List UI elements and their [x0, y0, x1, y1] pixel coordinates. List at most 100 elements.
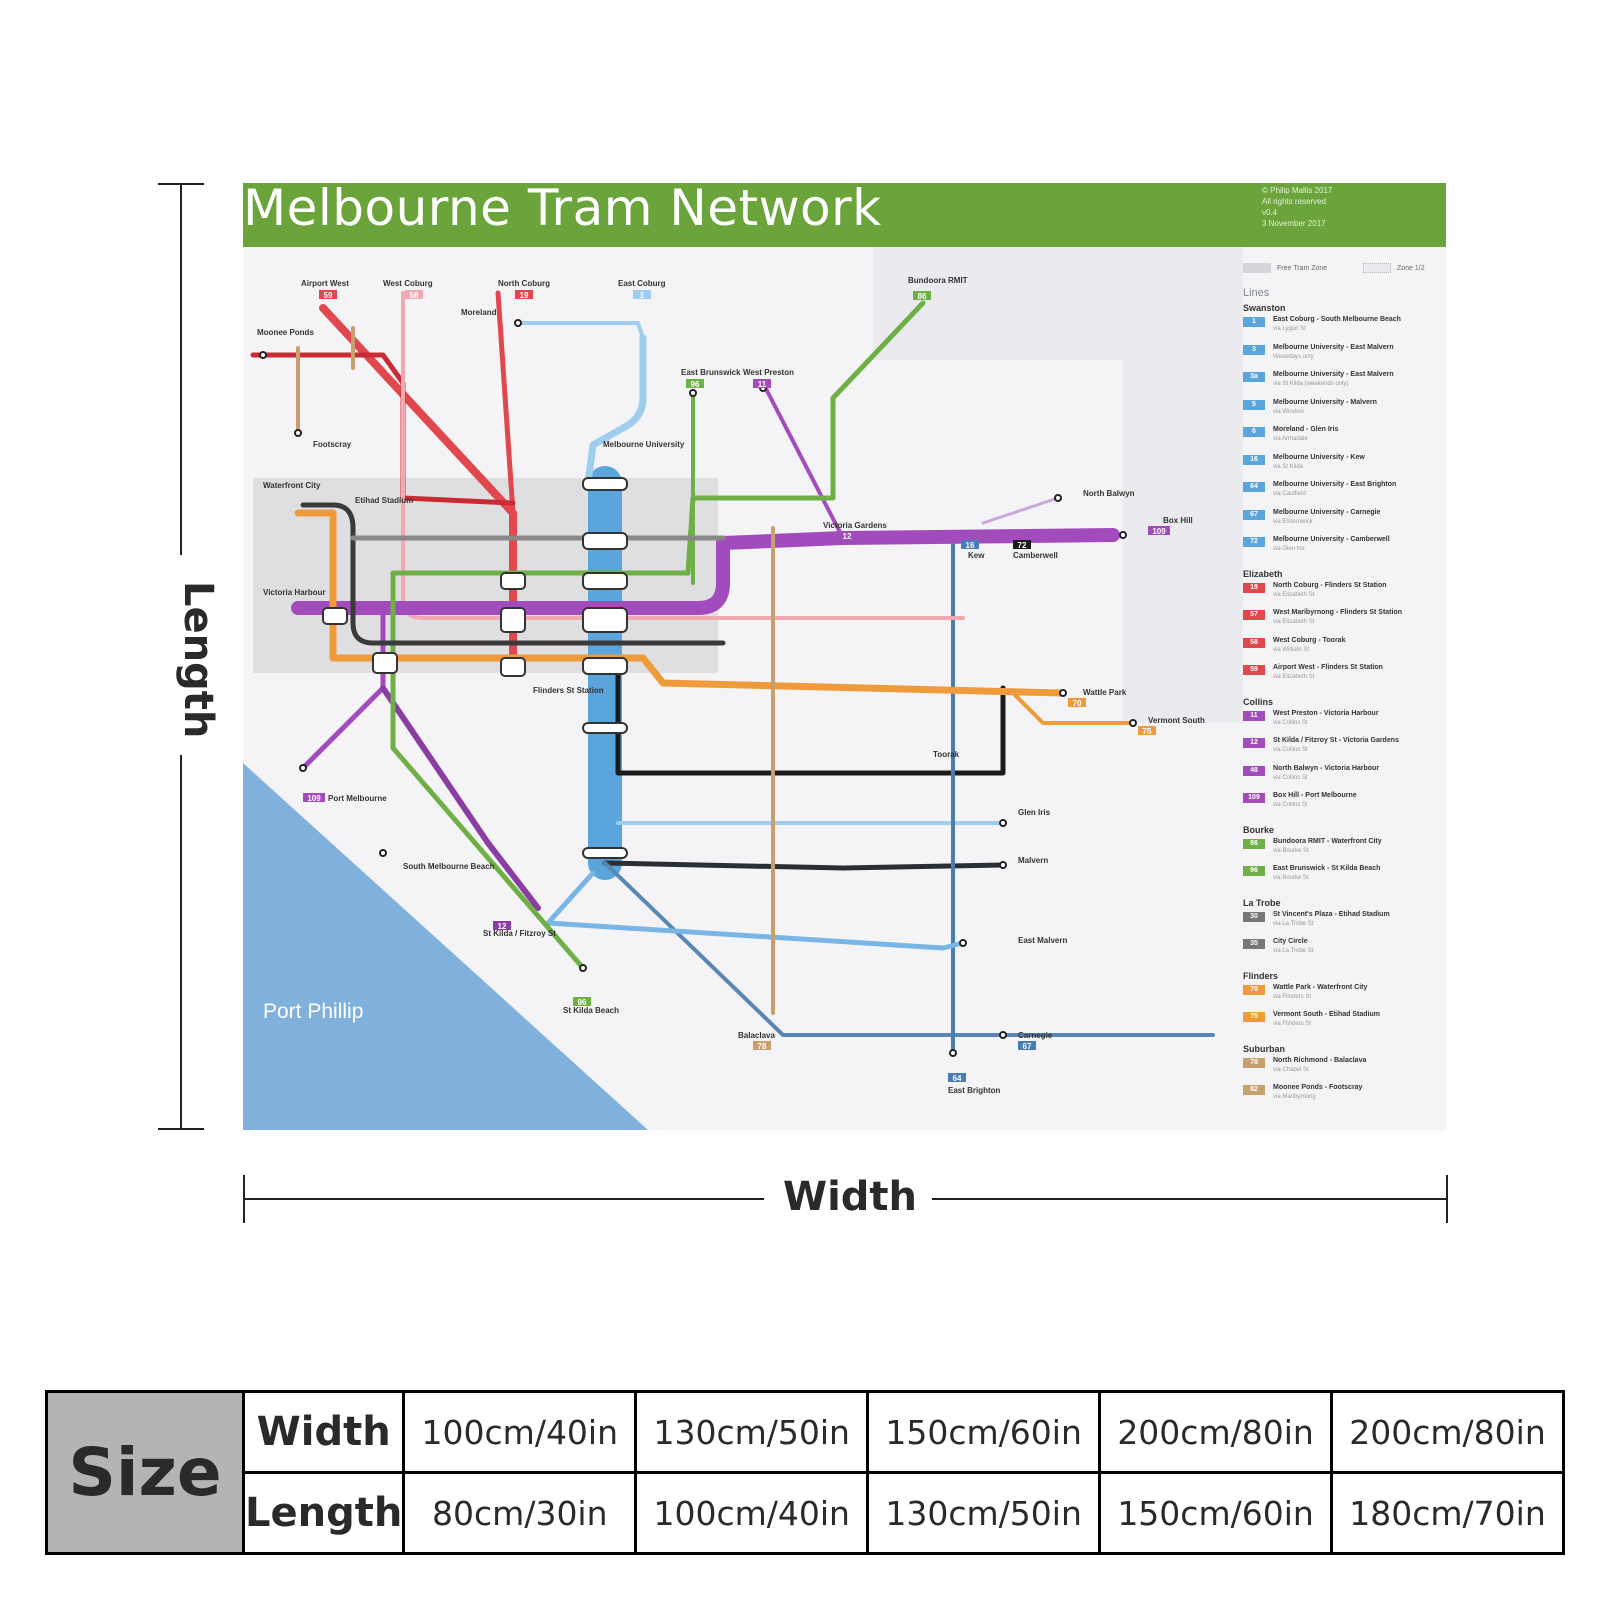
legend-route-badge: 67: [1243, 509, 1265, 520]
badge-bg-12-stkilda: [493, 921, 511, 930]
legend-route-via: via Flinders St: [1273, 993, 1312, 1000]
badge-96: 96: [691, 380, 700, 389]
badge-58: 58: [410, 291, 419, 300]
stop-st-kilda-beach: St Kilda Beach: [563, 1006, 619, 1015]
terminus-east-malvern: [959, 939, 967, 947]
legend-route-name: Bundoora RMIT - Waterfront City: [1273, 837, 1382, 845]
badge-bg-70: [1068, 698, 1086, 707]
legend-lines-heading: Lines: [1243, 287, 1270, 299]
badge-12: 12: [843, 532, 852, 541]
badge-72: 72: [1018, 541, 1027, 550]
badge-16: 16: [966, 541, 975, 550]
legend-group-heading: Elizabeth: [1243, 568, 1283, 579]
length-option-4[interactable]: 150cm/60in: [1098, 1471, 1334, 1555]
legend-route-badge: 35: [1243, 939, 1265, 949]
legend-route-via: via Windsor: [1273, 408, 1305, 415]
legend-route-name: Airport West - Flinders St Station: [1273, 664, 1383, 671]
station-collins-swanston: [582, 607, 628, 633]
line-5-malvern: [602, 860, 1006, 871]
badge-bg-75: [1138, 726, 1156, 735]
badge-bg-1: [633, 290, 651, 299]
length-option-5[interactable]: 180cm/70in: [1330, 1471, 1565, 1555]
size-row-length: Length 80cm/30in 100cm/40in 130cm/50in 1…: [47, 1471, 1565, 1555]
legend-zone-free: Free Tram Zone: [1243, 263, 1327, 273]
poster-header: Melbourne Tram Network © Philip Mallis 2…: [243, 183, 1446, 247]
station-collins-elizabeth: [500, 607, 526, 633]
stop-north-coburg: North Coburg: [498, 279, 550, 288]
tram-map-poster: Port Phillip Airport West West Coburg No…: [243, 183, 1446, 1130]
width-option-4[interactable]: 200cm/80in: [1098, 1390, 1334, 1474]
width-option-1[interactable]: 100cm/40in: [402, 1390, 638, 1474]
width-line-left: [243, 1198, 764, 1200]
legend-route-name: Melbourne University - East Brighton: [1273, 481, 1397, 488]
legend-group-heading: Swanston: [1243, 303, 1286, 313]
tram-network-map: Port Phillip Airport West West Coburg No…: [243, 245, 1243, 1130]
legend-route-via: via Elsternwick: [1273, 518, 1313, 525]
width-option-5[interactable]: 200cm/80in: [1330, 1390, 1565, 1474]
badge-67: 67: [1023, 1042, 1032, 1051]
badge-11: 11: [758, 380, 767, 389]
legend-route-via: via La Trobe St: [1273, 948, 1314, 954]
legend-route-via: via Elizabeth St: [1273, 591, 1315, 598]
badge-bg-72: [1013, 540, 1031, 549]
width-option-3[interactable]: 150cm/60in: [866, 1390, 1102, 1474]
legend-route-via: via Lygon St: [1273, 326, 1306, 332]
station-spencer-flinders: [372, 652, 398, 674]
width-label: Width: [782, 1174, 918, 1220]
line-35-city-circle: [300, 502, 726, 646]
length-row-label: Length: [241, 1471, 406, 1555]
badge-bg-11: [753, 379, 771, 388]
legend-route-name: Melbourne University - Kew: [1273, 453, 1365, 461]
size-row-width: Size Width 100cm/40in 130cm/50in 150cm/6…: [45, 1390, 1565, 1555]
legend-route-badge: 109: [1243, 793, 1265, 803]
legend-route-badge: 64: [1243, 482, 1265, 492]
legend-route-via: via Elizabeth St: [1273, 674, 1315, 680]
terminus-footscray: [294, 429, 302, 437]
legend-route-via: via Collins St: [1273, 747, 1308, 753]
badge-109: 109: [1152, 527, 1166, 536]
zone-2-area-right: [1123, 343, 1243, 723]
length-option-3[interactable]: 130cm/50in: [866, 1471, 1102, 1555]
legend-route-badge: 78: [1243, 1057, 1265, 1068]
width-option-2[interactable]: 130cm/50in: [634, 1390, 870, 1474]
stop-flinders-st-station: Flinders St Station: [533, 686, 604, 695]
legend-route-badge: 48: [1243, 765, 1265, 776]
length-option-2[interactable]: 100cm/40in: [634, 1471, 870, 1555]
badge-bg-59: [319, 290, 337, 299]
line-6-moreland: [516, 321, 645, 340]
legend-route-via: via Collins St: [1273, 802, 1308, 808]
legend-route-badge: 6: [1243, 427, 1265, 437]
badge-96-beach: 96: [578, 998, 587, 1007]
line-64-east-brighton: [603, 861, 1215, 1037]
legend-route-via: via St Kilda (weekends only): [1273, 381, 1349, 387]
badge-bg-96-beach: [573, 997, 591, 1006]
legend-route-badge: 70: [1243, 984, 1265, 995]
terminus-st-kilda-beach: [579, 964, 587, 972]
station-bourke-elizabeth: [500, 572, 526, 590]
legend-route-badge: 1: [1243, 317, 1265, 327]
legend-route-badge: 3a: [1243, 372, 1265, 382]
poster-title: Melbourne Tram Network: [243, 183, 882, 237]
legend-route-badge: 75: [1243, 1012, 1265, 1022]
station-harbour-esp: [322, 607, 348, 625]
badge-bg-12: [838, 531, 856, 540]
terminus-carnegie: [999, 1031, 1007, 1039]
terminus-port-melbourne: [299, 764, 307, 772]
badge-59: 59: [324, 291, 333, 300]
length-option-1[interactable]: 80cm/30in: [402, 1471, 638, 1555]
legend-route-via: via Glen Iris: [1273, 546, 1305, 552]
stop-east-malvern: East Malvern: [1018, 936, 1067, 945]
length-line-upper: [180, 183, 182, 555]
stop-st-kilda-fitzroy: St Kilda / Fitzroy St: [483, 929, 556, 938]
line-19-north-coburg: [495, 290, 516, 516]
legend-route-name: St Kilda / Fitzroy St - Victoria Gardens: [1273, 737, 1399, 744]
terminus-east-brighton: [949, 1049, 957, 1057]
